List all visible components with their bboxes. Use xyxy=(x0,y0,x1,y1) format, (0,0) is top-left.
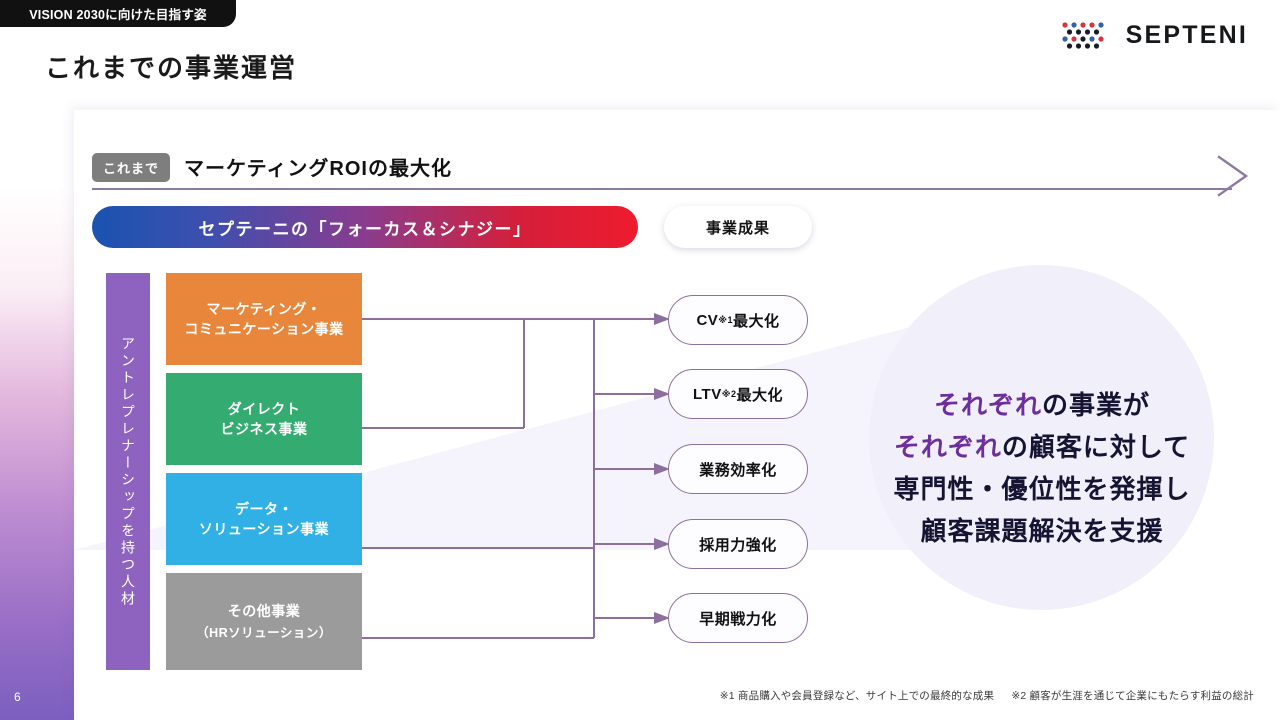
eyebrow-tag: VISION 2030に向けた目指す姿 xyxy=(0,0,236,27)
business-unit-box-marketing[interactable]: マーケティング・ コミュニケーション事業 xyxy=(166,273,362,365)
outcome-footnote-marker: ※2 xyxy=(721,388,737,399)
page-number: 6 xyxy=(14,690,22,704)
page-title: これまでの事業運営 xyxy=(45,53,298,83)
business-unit-name-line1: データ・ xyxy=(234,500,293,517)
business-results-pill: 事業成果 xyxy=(664,206,812,248)
right-arrow-icon xyxy=(1217,155,1249,197)
key-message-line-3: 専門性・優位性を発揮し xyxy=(893,475,1191,505)
focus-synergy-bar: セプテーニの「フォーカス＆シナジー」 xyxy=(92,206,638,248)
background-circle xyxy=(869,265,1214,610)
business-unit-name-line1: ダイレクト xyxy=(227,400,301,417)
business-unit-name-line2: （HRソリューション） xyxy=(196,625,332,640)
outcome-label: LTV xyxy=(693,385,722,403)
outcome-label: 早期戦力化 xyxy=(699,610,777,628)
outcome-label: 業務効率化 xyxy=(699,461,777,479)
dot-matrix-logo-icon xyxy=(1062,22,1104,49)
key-message-highlight: それぞれ xyxy=(893,433,1002,463)
key-message-line-1: それぞれの事業が xyxy=(864,385,1220,427)
era-headline: マーケティングROIの最大化 xyxy=(184,158,452,180)
entrepreneurship-bar: アントレプレナーシップを持つ人材 xyxy=(106,273,150,670)
logo-wordmark: SEPTENI xyxy=(1125,20,1248,49)
outcome-pill-recruiting[interactable]: 採用力強化 xyxy=(668,519,808,569)
entrepreneurship-label: アントレプレナーシップを持つ人材 xyxy=(120,335,136,608)
business-results-label: 事業成果 xyxy=(705,219,770,237)
key-message-rest: の顧客に対して xyxy=(1001,433,1191,463)
era-axis-line xyxy=(92,188,1232,190)
business-unit-name-line1: その他事業 xyxy=(227,603,301,620)
outcome-label: CV xyxy=(696,311,719,329)
business-unit-box-data[interactable]: データ・ ソリューション事業 xyxy=(166,473,362,565)
key-message-rest: の事業が xyxy=(1042,391,1151,420)
key-message-line-2: それぞれの顧客に対して xyxy=(864,427,1220,469)
footnote-2: ※2 顧客が生涯を通じて企業にもたらす利益の総計 xyxy=(1011,690,1254,702)
footnote-1: ※1 商品購入や会員登録など、サイト上での最終的な成果 xyxy=(719,690,995,702)
business-unit-box-direct[interactable]: ダイレクト ビジネス事業 xyxy=(166,373,362,465)
footnotes: ※1 商品購入や会員登録など、サイト上での最終的な成果 ※2 顧客が生涯を通じて… xyxy=(74,688,1254,703)
business-unit-name-line1: マーケティング・ xyxy=(206,300,322,317)
outcome-pill-onboarding[interactable]: 早期戦力化 xyxy=(668,593,808,643)
era-badge: これまで xyxy=(92,153,171,182)
outcome-footnote-marker: ※1 xyxy=(718,314,734,325)
business-unit-name-line2: コミュニケーション事業 xyxy=(184,321,344,337)
key-message-line-4: 顧客課題解決を支援 xyxy=(920,517,1164,547)
outcome-label: 採用力強化 xyxy=(699,536,777,554)
eyebrow-label: VISION 2030に向けた目指す姿 xyxy=(29,8,207,22)
outcome-suffix: 最大化 xyxy=(733,312,780,330)
business-unit-name-line2: ビジネス事業 xyxy=(220,421,308,437)
business-unit-name-line2: ソリューション事業 xyxy=(198,521,330,537)
outcome-suffix: 最大化 xyxy=(736,386,783,404)
key-message: それぞれの事業が それぞれの顧客に対して 専門性・優位性を発揮し 顧客課題解決を… xyxy=(864,385,1220,553)
septeni-logo: SEPTENI xyxy=(1060,20,1248,50)
outcome-pill-efficiency[interactable]: 業務効率化 xyxy=(668,444,808,494)
left-gradient-strip xyxy=(0,0,74,720)
key-message-highlight: それぞれ xyxy=(933,391,1042,420)
business-unit-box-other[interactable]: その他事業 （HRソリューション） xyxy=(166,573,362,670)
focus-synergy-label: セプテーニの「フォーカス＆シナジー」 xyxy=(198,219,532,239)
content-card: これまで マーケティングROIの最大化 セプテーニの「フォーカス＆シナジー」 事… xyxy=(74,110,1280,720)
